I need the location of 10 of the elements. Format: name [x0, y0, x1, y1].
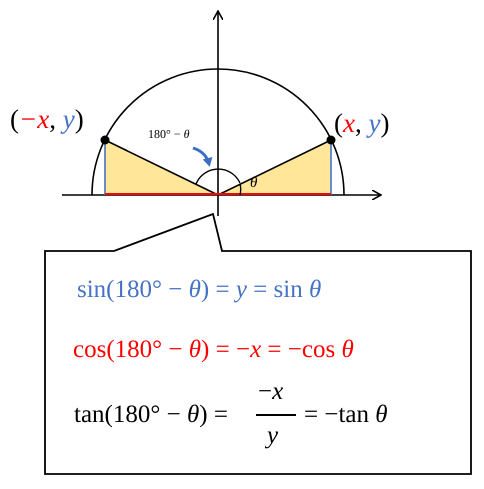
formula-text: sin(180° − θ) = y = sin θ [77, 277, 322, 302]
fraction-numerator: −x [258, 379, 284, 404]
coordinate-label: (−x, y) [10, 106, 84, 133]
coordinate-label: (x, y) [334, 110, 390, 137]
formula-text: cos(180° − θ) = −x = −cos θ [73, 337, 354, 362]
callout-box [44, 213, 472, 475]
angle-label: 180° − θ [148, 128, 190, 140]
fraction-denominator: y [267, 423, 278, 448]
formula-text: = −tan θ [304, 402, 388, 427]
formula-text: tan(180° − θ) = [74, 402, 228, 427]
